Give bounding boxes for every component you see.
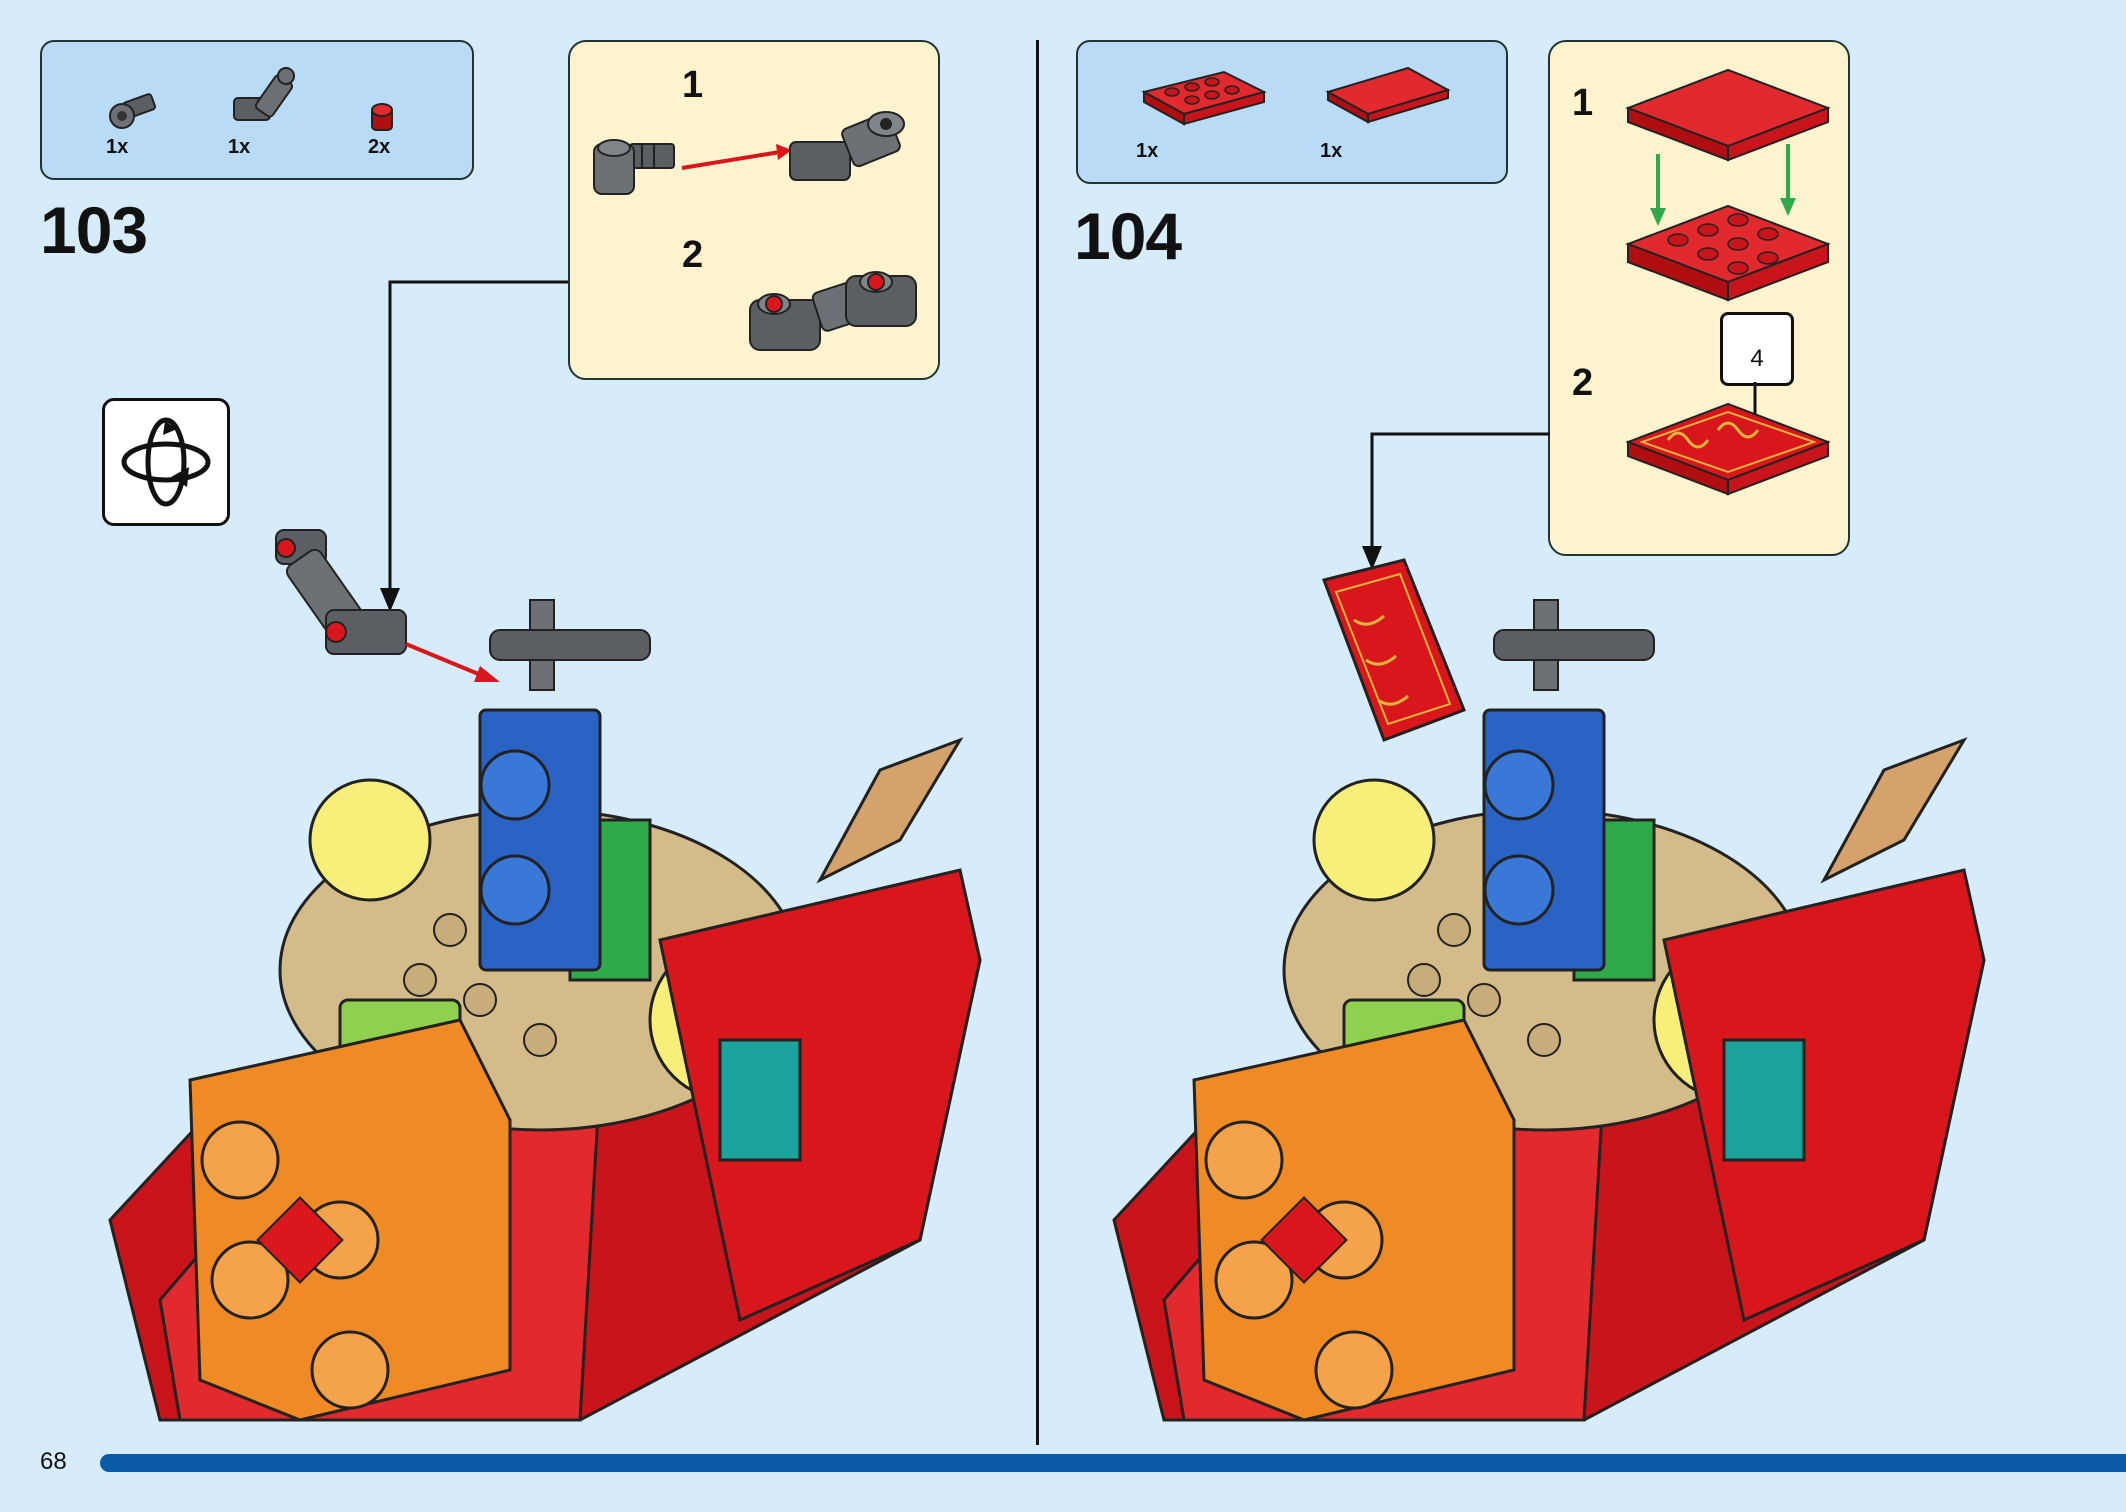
part-qty: 1x: [106, 136, 129, 158]
sticker-number: 4: [1750, 345, 1764, 372]
connector-with-red-plates-icon: [749, 271, 917, 351]
parts-list-104: 1x 1x: [1076, 40, 1508, 184]
page-number: 68: [40, 1448, 67, 1475]
decorated-tile-icon: [1625, 402, 1831, 496]
page-divider: [1036, 40, 1039, 1445]
substep-number: 2: [682, 234, 704, 276]
pin-connector-icon: [593, 139, 675, 195]
callout-line-104: [1362, 432, 1550, 570]
parts-list-103: 1x 1x 2x: [40, 40, 474, 180]
model-assembly-103: [108, 599, 982, 1422]
sticker-reference-icon: 4: [1720, 312, 1794, 386]
red-plate-2x4-icon: [1141, 70, 1267, 126]
part-qty: 1x: [1136, 140, 1159, 162]
rotate-model-icon: [102, 398, 230, 526]
callout-line-103: [380, 280, 568, 612]
part-qty: 2x: [368, 136, 391, 158]
substep-number: 1: [682, 64, 704, 106]
progress-bar: [100, 1454, 2126, 1472]
substeps-panel-104: 1 4 2: [1548, 40, 1850, 556]
tile-on-plate-icon: [1625, 68, 1831, 302]
red-tile-2x4-icon: [1325, 66, 1451, 124]
connector-being-attached-icon: [275, 529, 500, 682]
step-number-103: 103: [40, 193, 148, 267]
angled-connector-icon: [789, 111, 905, 181]
angled-connector-icon: [233, 67, 295, 121]
part-qty: 1x: [1320, 140, 1343, 162]
assembly-arrow-icon: [681, 144, 792, 170]
substep-number: 2: [1572, 362, 1594, 404]
axle-pin-connector-icon: [109, 93, 156, 129]
part-qty: 1x: [228, 136, 251, 158]
step-number-104: 104: [1074, 199, 1182, 273]
red-round-plate-icon: [371, 103, 393, 131]
model-assembly-104: [1112, 558, 1986, 1422]
substeps-panel-103: 1 2: [568, 40, 940, 380]
substep-number: 1: [1572, 82, 1594, 124]
